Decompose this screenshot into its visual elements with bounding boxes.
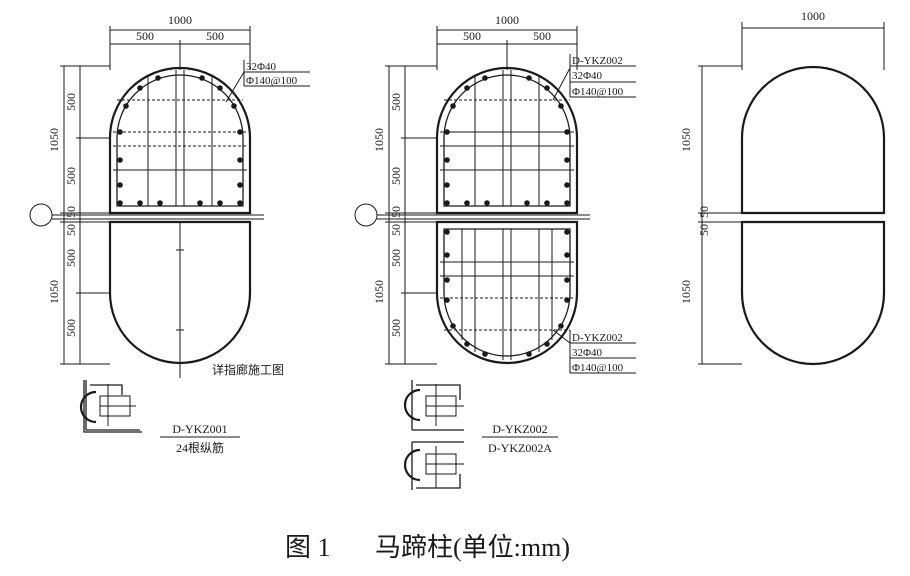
col1-dim-h-bot: 1050 [47, 280, 61, 304]
col2-bot-id: D-YKZ002 [572, 332, 623, 344]
col1-dim-half-right: 500 [206, 29, 224, 43]
col2-dim-s1: 500 [389, 93, 403, 111]
figure-caption: 马蹄柱(单位:mm) [375, 533, 570, 562]
detail-1-hook [79, 380, 142, 433]
col1-dim-s4: 500 [64, 319, 78, 337]
col2-top-id: D-YKZ002 [572, 55, 623, 67]
col2-dim-half-left: 500 [463, 29, 481, 43]
col1-dim-g1: 50 [64, 206, 78, 218]
col3-dim-g2: 50 [697, 224, 711, 236]
col1-rebar-stirrup: Φ140@100 [246, 75, 298, 87]
col1-dim-s2: 500 [64, 167, 78, 185]
col2-dim-g1: 50 [389, 206, 403, 218]
col2-dim-s3: 500 [389, 249, 403, 267]
col1-note: 详指廊施工图 [212, 362, 284, 377]
column-2-drawing: 1000 500 500 1050 1050 500 500 50 50 500… [354, 13, 636, 490]
col2-dim-s2: 500 [389, 167, 403, 185]
col1-rebar-main: 32Φ40 [246, 61, 277, 73]
col2-axis-bubble [354, 203, 378, 227]
col2-dim-half-right: 500 [533, 29, 551, 43]
detail-1-id: D-YKZ001 [172, 422, 227, 436]
col1-dim-g2: 50 [64, 224, 78, 236]
col2-top-main: 32Φ40 [572, 70, 603, 82]
col1-axis-bubble [29, 203, 53, 227]
detail-2-id-bottom: D-YKZ002A [488, 441, 552, 455]
col2-dim-h-top: 1050 [372, 128, 386, 152]
col2-dim-s4: 500 [389, 319, 403, 337]
col2-dim-total: 1000 [495, 13, 519, 27]
column-3-drawing: 1000 1050 50 50 1050 [679, 9, 886, 366]
figure-number: 图 1 [285, 533, 331, 562]
col2-top-stirrup: Φ140@100 [572, 86, 624, 98]
col3-dim-h-bot: 1050 [679, 280, 693, 304]
col1-dim-total: 1000 [168, 13, 192, 27]
col3-dim-h-top: 1050 [679, 128, 693, 152]
col2-bot-main: 32Φ40 [572, 347, 603, 359]
col2-dim-h-bot: 1050 [372, 280, 386, 304]
col1-dim-h-top: 1050 [47, 128, 61, 152]
col2-dim-g2: 50 [389, 224, 403, 236]
col1-dim-s1: 500 [64, 93, 78, 111]
col3-dim-total: 1000 [801, 9, 825, 23]
detail-2-hooks [403, 380, 464, 490]
col1-dim-half-left: 500 [136, 29, 154, 43]
detail-2-id-top: D-YKZ002 [492, 422, 547, 436]
column-1-drawing: 1000 500 500 1050 1050 500 500 50 50 500… [29, 13, 310, 455]
detail-1-desc: 24根纵筋 [176, 440, 224, 455]
col1-dim-s3: 500 [64, 249, 78, 267]
col2-bot-stirrup: Φ140@100 [572, 362, 624, 374]
col3-dim-g1: 50 [697, 206, 711, 218]
